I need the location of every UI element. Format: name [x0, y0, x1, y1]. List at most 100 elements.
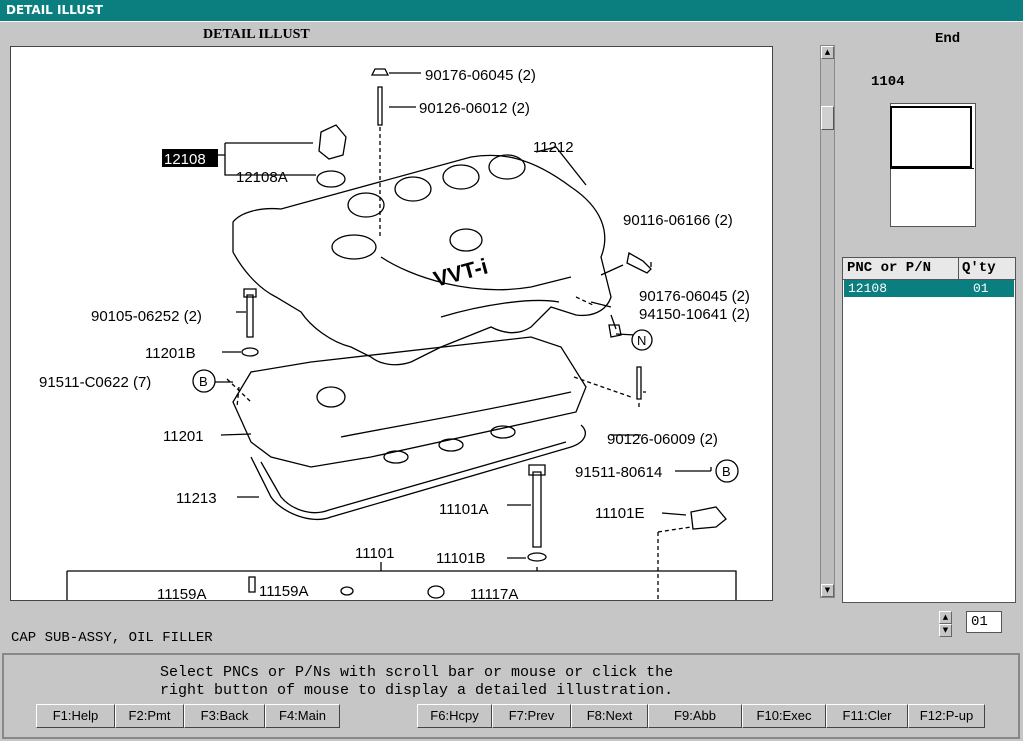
label-12108[interactable]: 12108 [164, 151, 206, 168]
engine-cover-diagram[interactable]: 12108 12108A 90176-06045 (2) 90126-06012… [11, 47, 772, 600]
label-11101E[interactable]: 11101E [595, 505, 645, 522]
cover-ridge-2 [440, 299, 560, 318]
label-11101[interactable]: 11101 [355, 545, 395, 562]
message-line-2: right button of mouse to display a detai… [160, 682, 674, 699]
illustration-navigator[interactable] [890, 103, 976, 227]
row-qty: 01 [973, 281, 989, 296]
cover-window-1 [347, 192, 385, 218]
parts-list[interactable]: PNC or P/N Q'ty 12108 01 [842, 257, 1016, 603]
label-94150[interactable]: 94150-10641 (2) [639, 306, 750, 323]
title-divider [0, 21, 1023, 22]
leader-lines [197, 72, 712, 571]
stud-upper [377, 86, 383, 126]
label-11117A[interactable]: 11117A [470, 586, 518, 600]
label-11201[interactable]: 11201 [163, 428, 204, 445]
scroll-down-arrow[interactable]: ▼ [821, 584, 834, 597]
bolt-left-head [243, 288, 257, 298]
page-number-label: 1104 [871, 74, 905, 90]
message-line-1: Select PNCs or P/Ns with scroll bar or m… [160, 664, 674, 681]
block-11101-outline [66, 570, 737, 600]
f4-main-button[interactable]: F4:Main [265, 704, 340, 728]
f3-back-button[interactable]: F3:Back [184, 704, 265, 728]
gasket-inner [260, 441, 567, 514]
label-11101A[interactable]: 11101A [439, 501, 489, 518]
quantity-field[interactable]: 01 [966, 611, 1002, 633]
f7-prev-button[interactable]: F7:Prev [492, 704, 571, 728]
navigator-viewport[interactable] [890, 106, 972, 168]
label-90116[interactable]: 90116-06166 (2) [623, 212, 733, 229]
cover-emblem [449, 228, 483, 252]
label-b2: B [722, 464, 731, 479]
cylinder-head-outline [232, 336, 587, 468]
f11-cler-button[interactable]: F11:Cler [826, 704, 908, 728]
cover-window-2 [394, 176, 432, 202]
cover-ridge [380, 256, 572, 291]
bolt-left [246, 294, 254, 338]
label-11212[interactable]: 11212 [533, 139, 574, 156]
illustration-panel[interactable]: 12108 12108A 90176-06045 (2) 90126-06012… [10, 46, 773, 601]
bolt-11101A-head [528, 464, 546, 476]
scroll-thumb[interactable] [821, 106, 834, 130]
oil-filler-cap [318, 124, 347, 160]
f8-next-button[interactable]: F8:Next [571, 704, 648, 728]
gasket-seal-3 [490, 425, 516, 439]
washer-left [241, 347, 259, 357]
label-91511-b[interactable]: 91511-80614 [575, 464, 662, 481]
f6-hcpy-button[interactable]: F6:Hcpy [417, 704, 492, 728]
window-title: DETAIL ILLUST [0, 0, 1023, 21]
parts-list-row[interactable]: 12108 01 [844, 280, 1014, 297]
bolt-11101A [532, 471, 542, 548]
gasket-seal-2 [438, 438, 464, 452]
head-ridge [340, 391, 572, 438]
end-label: End [935, 31, 961, 47]
gasket-seal-1 [383, 450, 409, 464]
quantity-spinner[interactable]: ▲ ▼ [939, 611, 952, 638]
n-marker [631, 329, 653, 351]
label-90176-b[interactable]: 90176-06045 (2) [639, 288, 750, 305]
f10-exec-button[interactable]: F10:Exec [742, 704, 826, 728]
stud-right [636, 366, 642, 400]
part-11159A-ring [340, 586, 354, 596]
spin-up-arrow[interactable]: ▲ [939, 611, 952, 624]
oil-filler-hole [331, 234, 377, 260]
label-11101B[interactable]: 11101B [436, 550, 486, 567]
f2-pmt-button[interactable]: F2:Pmt [115, 704, 184, 728]
spin-down-arrow[interactable]: ▼ [939, 624, 952, 637]
f1-help-button[interactable]: F1:Help [36, 704, 115, 728]
dash-lines [226, 127, 692, 600]
row-pnc: 12108 [848, 281, 888, 296]
label-11159A-2[interactable]: 11159A [259, 583, 309, 600]
navigator-divider [890, 168, 974, 169]
f9-abb-button[interactable]: F9:Abb [648, 704, 742, 728]
selected-part-name: CAP SUB-ASSY, OIL FILLER [11, 630, 213, 646]
camshaft-port [316, 386, 346, 408]
parts-list-header: PNC or P/N Q'ty [843, 258, 1015, 280]
cover-window-3 [442, 164, 480, 190]
label-90176-a[interactable]: 90176-06045 (2) [425, 67, 536, 84]
label-11201B[interactable]: 11201B [145, 345, 196, 362]
head-cover-outline [232, 154, 612, 366]
label-12108A[interactable]: 12108A [236, 169, 288, 186]
illustration-heading: DETAIL ILLUST [203, 27, 310, 42]
b-marker-1 [192, 369, 216, 393]
nut-upper [370, 68, 390, 76]
nut-right [608, 324, 622, 338]
label-11213[interactable]: 11213 [176, 490, 217, 507]
label-91511-a[interactable]: 91511-C0622 (7) [39, 374, 151, 391]
gasket-outline [250, 424, 586, 521]
washer-11101B [527, 552, 547, 562]
label-n: N [637, 333, 646, 348]
label-90126-a[interactable]: 90126-06012 (2) [419, 100, 530, 117]
label-11159A-1[interactable]: 11159A [157, 586, 207, 600]
sensor-11101E [690, 506, 727, 530]
label-90105[interactable]: 90105-06252 (2) [91, 308, 202, 325]
f12-pup-button[interactable]: F12:P-up [908, 704, 985, 728]
scroll-up-arrow[interactable]: ▲ [821, 46, 834, 59]
part-11159A-bolt [248, 576, 256, 593]
qty-column-header: Q'ty [962, 260, 996, 276]
label-90126-b[interactable]: 90126-06009 (2) [607, 431, 718, 448]
cover-window-4 [488, 154, 526, 180]
b-marker-2 [715, 459, 739, 483]
illustration-scrollbar[interactable]: ▲ ▼ [820, 45, 835, 598]
pnc-column-header: PNC or P/N [847, 260, 932, 276]
